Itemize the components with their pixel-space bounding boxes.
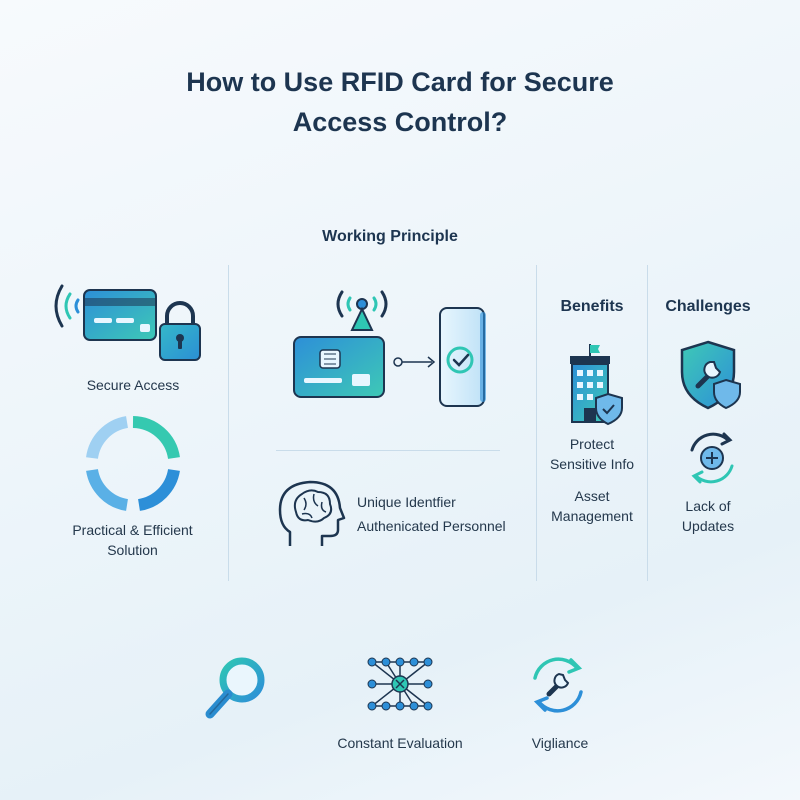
working-principle-text: Unique Identfier Authenicated Personnel bbox=[357, 490, 506, 538]
lack-line1: Lack of bbox=[685, 498, 731, 514]
wrench-cycle-icon bbox=[527, 656, 589, 714]
page-title-line1: How to Use RFID Card for Secure bbox=[186, 67, 614, 97]
unique-identifier-label: Unique Identfier bbox=[357, 494, 456, 510]
update-cycle-icon bbox=[682, 430, 742, 486]
divider-right bbox=[647, 265, 648, 581]
protect-line1: Protect bbox=[569, 436, 615, 452]
protect-sensitive-info-label: Protect Sensitive Info bbox=[540, 434, 644, 474]
page-title-line2: Access Control? bbox=[292, 107, 508, 137]
vigilance-label: Vigliance bbox=[531, 735, 589, 751]
divider-left bbox=[228, 265, 229, 581]
page-title: How to Use RFID Card for Secure Access C… bbox=[0, 62, 800, 142]
constant-evaluation-label: Constant Evaluation bbox=[337, 735, 463, 751]
divider-horizontal bbox=[276, 450, 500, 451]
practical-efficient-label: Practical & Efficient Solution bbox=[40, 520, 225, 560]
asset-line2: Management bbox=[551, 508, 633, 524]
working-principle-heading: Working Principle bbox=[322, 228, 458, 245]
brain-head-icon bbox=[276, 476, 346, 550]
secure-access-label: Secure Access bbox=[86, 377, 180, 393]
authenticated-personnel-label: Authenicated Personnel bbox=[357, 518, 506, 534]
network-icon bbox=[366, 656, 434, 712]
building-shield-icon bbox=[562, 342, 626, 426]
practical-efficient-line1: Practical & Efficient bbox=[72, 522, 193, 538]
rfid-reader-diagram bbox=[290, 282, 500, 412]
practical-efficient-line2: Solution bbox=[107, 542, 158, 558]
protect-line2: Sensitive Info bbox=[549, 456, 635, 472]
asset-management-label: Asset Management bbox=[540, 486, 644, 526]
shield-wrench-icon bbox=[678, 340, 744, 410]
magnifier-icon bbox=[204, 656, 266, 722]
challenges-heading: Challenges bbox=[665, 298, 751, 315]
lack-line2: Updates bbox=[681, 518, 735, 534]
asset-line1: Asset bbox=[574, 488, 610, 504]
rfid-card-lock-icon bbox=[48, 276, 208, 368]
benefits-heading: Benefits bbox=[560, 298, 624, 315]
lack-of-updates-label: Lack of Updates bbox=[652, 496, 764, 536]
circular-cycle-icon bbox=[85, 416, 181, 512]
divider-middle bbox=[536, 265, 537, 581]
